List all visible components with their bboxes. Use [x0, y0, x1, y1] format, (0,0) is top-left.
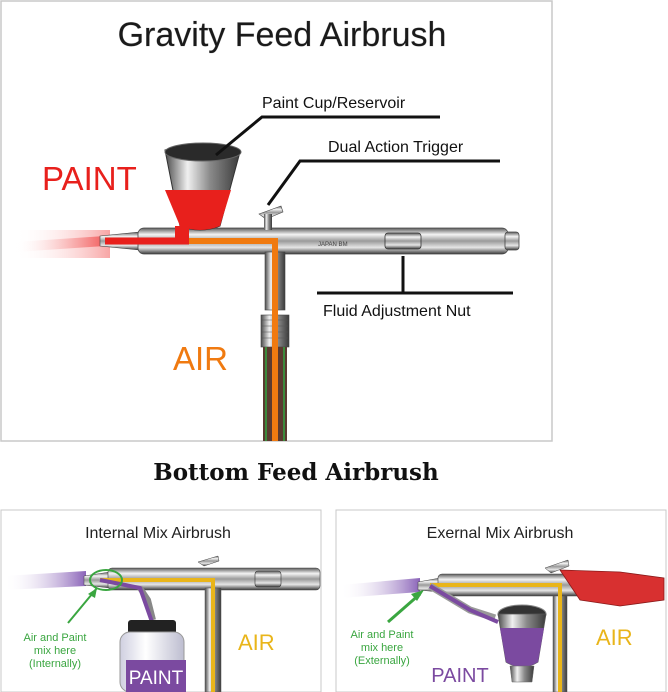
air-path-left	[100, 578, 215, 692]
mix-note-left-1: Air and Paint	[24, 632, 87, 644]
callout-fluid-nut: Fluid Adjustment Nut	[323, 303, 471, 320]
internal-mix-title: Internal Mix Airbrush	[85, 525, 231, 542]
paint-path-left	[99, 578, 154, 623]
callout-trigger: Dual Action Trigger	[328, 139, 464, 156]
mix-arrow-right	[387, 592, 421, 624]
bottom-feed-heading: Bottom Feed Airbrush	[153, 459, 439, 486]
handle-cap	[504, 231, 520, 251]
external-mix-title: Exernal Mix Airbrush	[427, 525, 574, 542]
paint-spray-left	[4, 571, 86, 590]
gravity-feed-panel: Gravity Feed Airbrush JAPAN BM	[0, 0, 553, 442]
paint-path-right	[428, 584, 499, 624]
paint-in-cup	[165, 190, 231, 230]
mix-note-right-3: (Externally)	[354, 655, 410, 667]
body-engraving: JAPAN BM	[318, 242, 348, 248]
mix-note-right-2: mix here	[361, 642, 403, 654]
trigger-left	[197, 555, 220, 567]
paint-spray-right	[340, 578, 420, 598]
mix-note-left-3: (Internally)	[29, 658, 81, 670]
callout-line-trigger	[266, 159, 500, 206]
air-label-left: AIR	[238, 630, 275, 655]
trigger-right	[544, 559, 570, 574]
paint-cup-rim	[164, 142, 242, 162]
gravity-feed-title: Gravity Feed Airbrush	[118, 16, 447, 54]
handle-right	[559, 569, 665, 607]
air-label-top: AIR	[173, 340, 228, 377]
paint-spray-glow	[15, 230, 110, 258]
external-mix-panel: Exernal Mix Airbrush Air and Paint mix h…	[335, 509, 667, 692]
internal-mix-panel: Internal Mix Airbrush PAINT Air and Pain…	[0, 509, 322, 692]
jar-lid-left	[128, 620, 176, 634]
callout-paint-cup: Paint Cup/Reservoir	[262, 95, 406, 112]
paint-in-jar-left	[126, 660, 186, 692]
trigger-stem	[264, 214, 272, 230]
mix-point-circle-left	[89, 569, 123, 591]
paint-label-right: PAINT	[431, 665, 488, 687]
paint-label-top: PAINT	[42, 160, 137, 197]
mix-note-left-2: mix here	[34, 645, 76, 657]
air-path-right	[430, 583, 562, 692]
paint-label-left: PAINT	[129, 668, 184, 689]
air-label-right: AIR	[596, 625, 633, 650]
mix-note-right-1: Air and Paint	[351, 629, 414, 641]
fluid-adjustment-nut	[384, 232, 422, 250]
callout-line-cup	[215, 115, 440, 157]
